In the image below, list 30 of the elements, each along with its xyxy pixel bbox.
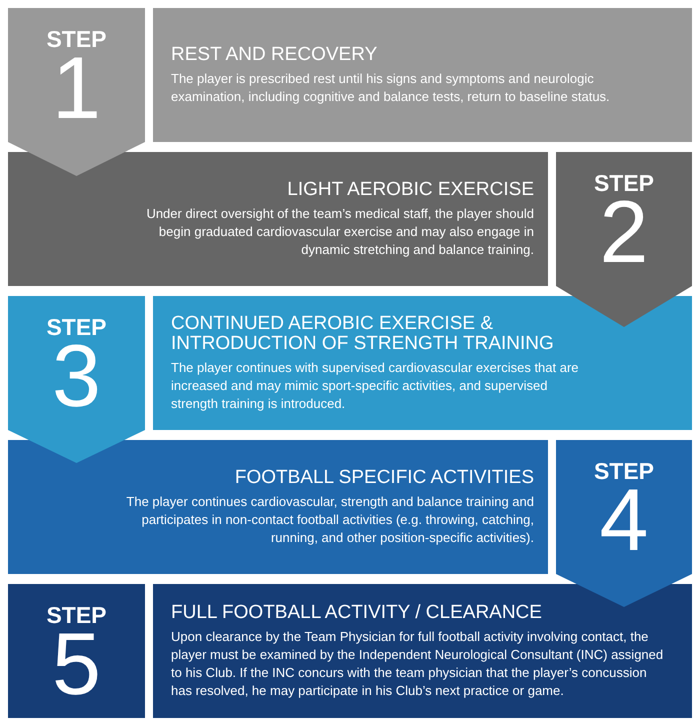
step-label: STEP	[46, 27, 107, 51]
step-badge	[8, 584, 145, 718]
step-badge	[8, 8, 145, 176]
step-heading: FOOTBALL SPECIFIC ACTIVITIES	[234, 468, 534, 488]
step-number: 4	[600, 485, 648, 555]
step-panel	[153, 296, 692, 430]
step-description: The player continues cardiovascular, strength and balance training and participates in non-contact football activities (e.g. throwing, catching, running, and other position-specific activities).	[125, 492, 534, 546]
step-description: Upon clearance by the Team Physician for full football activity involving contact, the player must be examined by the Independent Neurological Consultant (INC) assigned to his Club. If the INC concurs with the team physician that the player’s concussion has resolved, he may participate in his Club’s next practice or game.	[171, 628, 664, 700]
step-heading: FULL FOOTBALL ACTIVITY / CLEARANCE	[171, 602, 542, 622]
step-label: STEP	[594, 171, 654, 195]
step-panel	[153, 8, 692, 142]
step-badge	[556, 152, 692, 327]
step-description: The player continues with supervised cardiovascular exercises that are increased and may mimic sport-specific activities, and supervised strength training is introduced.	[171, 358, 580, 412]
step-label: STEP	[594, 459, 654, 483]
step-label: STEP	[46, 315, 107, 339]
step-number: 5	[52, 629, 101, 699]
step-heading: CONTINUED AEROBIC EXERCISE & INTRODUCTION OF STRENGTH TRAINING	[171, 314, 555, 354]
step-number: 3	[52, 341, 101, 411]
step-badge	[8, 296, 145, 463]
step-number: 1	[52, 53, 101, 123]
step-number: 2	[600, 197, 648, 267]
step-heading: REST AND RECOVERY	[171, 44, 378, 64]
step-badge	[556, 440, 692, 607]
step-panel	[8, 152, 548, 286]
step-heading: LIGHT AEROBIC EXERCISE	[287, 180, 534, 200]
step-panel	[153, 584, 692, 718]
step-description: The player is prescribed rest until his signs and symptoms and neurologic examination, including cognitive and balance tests, return to baseline status.	[171, 70, 611, 106]
step-label: STEP	[46, 603, 107, 627]
step-description: Under direct oversight of the team’s medical staff, the player should begin graduated cardiovascular exercise and may also engage in dynamic stretching and balance training.	[145, 204, 534, 258]
step-panel	[8, 440, 548, 574]
